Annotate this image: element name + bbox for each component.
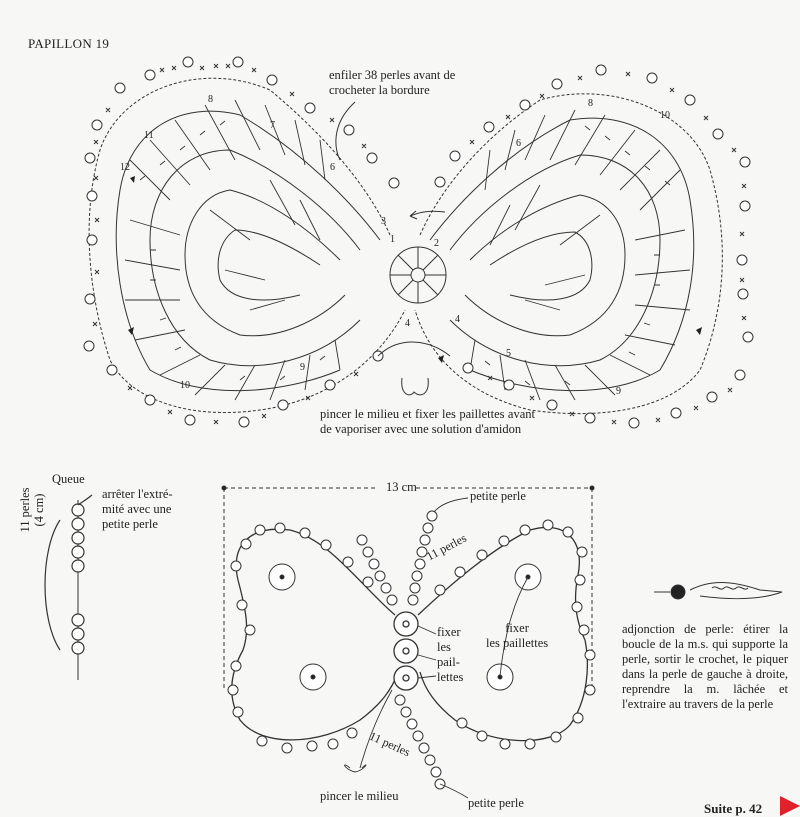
butterfly-edge-beads bbox=[227, 519, 596, 754]
page-title: PAPILLON 19 bbox=[28, 36, 110, 51]
row-number: 10 bbox=[660, 110, 670, 121]
body-beads bbox=[393, 611, 419, 691]
note-beads-before-border: enfiler 38 perles avant de crocheter la … bbox=[329, 68, 456, 97]
tail-beads bbox=[44, 494, 93, 680]
row-number: 2 bbox=[434, 238, 439, 249]
bead-count-text: 11 perles (4 cm) bbox=[18, 487, 46, 533]
row-number: 4 bbox=[405, 318, 410, 329]
row-number: 4 bbox=[455, 314, 460, 325]
queue-note: arrêter l'extré- mité avec une petite pe… bbox=[102, 487, 173, 531]
row-number: 9 bbox=[300, 362, 305, 373]
bead-count-label: 11 perles (4 cm) bbox=[18, 460, 46, 560]
annotation-arrows bbox=[335, 101, 451, 396]
next-page-arrow-icon[interactable] bbox=[780, 796, 800, 816]
queue-label: Queue bbox=[52, 472, 85, 486]
crochet-chart-right-stitches bbox=[469, 109, 691, 401]
border-crosses bbox=[92, 63, 747, 425]
row-number: 10 bbox=[180, 380, 190, 391]
crochet-chart-left-wing bbox=[88, 77, 406, 413]
center-ring bbox=[389, 246, 447, 304]
row-number: 6 bbox=[330, 162, 335, 173]
row-number: 1 bbox=[390, 234, 395, 245]
fix-sequins-center-label: fixer les pail- lettes bbox=[437, 625, 464, 684]
small-bead-top-label: petite perle bbox=[470, 489, 526, 503]
bead-join-instructions: adjonction de perle: étirer la boucle de… bbox=[622, 622, 788, 711]
crochet-chart-left-stitches bbox=[124, 99, 341, 401]
border-beads bbox=[83, 56, 754, 429]
row-number: 8 bbox=[588, 98, 593, 109]
fix-sequins-right-label: fixer les paillettes bbox=[486, 621, 549, 650]
continued-page-link[interactable]: Suite p. 42 bbox=[704, 801, 763, 816]
pinch-center-bottom-label: pincer le milieu bbox=[320, 789, 399, 803]
small-bead-bottom-label: petite perle bbox=[468, 796, 524, 810]
bead-join-detail bbox=[654, 582, 783, 600]
row-number: 5 bbox=[506, 348, 511, 359]
row-number: 8 bbox=[208, 94, 213, 105]
leader-lines bbox=[344, 497, 529, 799]
crochet-chart-right-wing bbox=[414, 93, 723, 415]
row-number: 3 bbox=[381, 216, 386, 227]
dimension-label: 13 cm bbox=[386, 480, 417, 494]
row-number: 12 bbox=[120, 162, 130, 173]
antenna-beads bbox=[356, 510, 446, 790]
dimension-line bbox=[221, 485, 595, 690]
row-number: 11 bbox=[144, 130, 154, 141]
row-number: 6 bbox=[516, 138, 521, 149]
row-markers bbox=[128, 176, 702, 363]
note-pinch-center: pincer le milieu et fixer les paillettes… bbox=[320, 407, 535, 436]
row-number: 7 bbox=[270, 120, 275, 131]
row-number: 9 bbox=[616, 386, 621, 397]
